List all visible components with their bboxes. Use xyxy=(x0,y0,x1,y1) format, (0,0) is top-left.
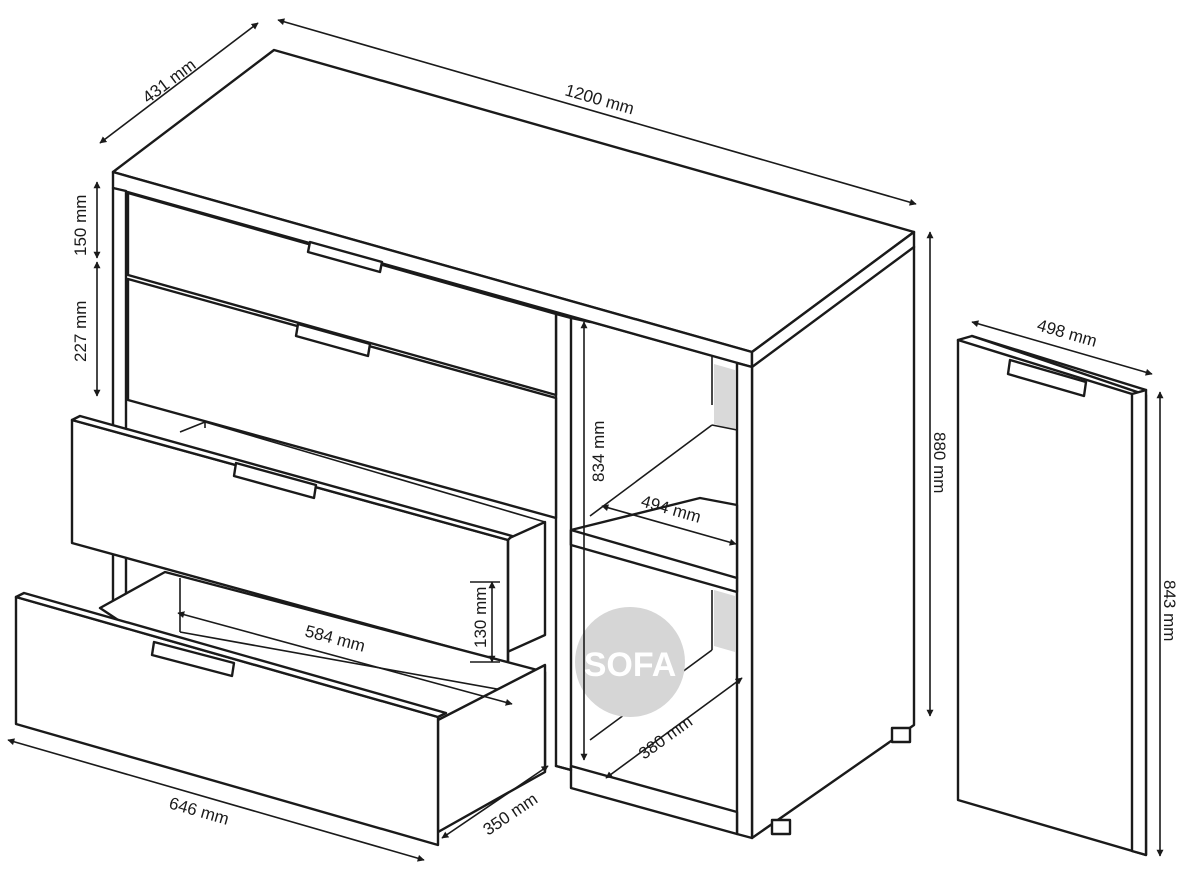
cabinet-foot-front xyxy=(770,818,792,836)
drawer-2-closed xyxy=(126,277,558,520)
inner-shadow-lower xyxy=(714,590,735,652)
inner-shadow-upper xyxy=(714,364,735,430)
drawer-2-handle xyxy=(294,322,372,358)
label-shelf-section-height: 834 mm xyxy=(589,421,608,482)
label-overall-depth: 431 mm xyxy=(139,55,199,107)
drawer-2-front xyxy=(126,277,558,520)
label-second-drawer-height: 227 mm xyxy=(71,301,90,362)
cabinet-bottom-rail xyxy=(569,764,739,836)
drawer-1-closed xyxy=(126,191,558,397)
label-shelf-depth: 380 mm xyxy=(635,712,696,763)
dimension-lines xyxy=(7,18,1164,862)
door-edge xyxy=(1130,388,1148,857)
cabinet-foot-back xyxy=(890,726,912,744)
watermark-logo: SOFA xyxy=(575,607,685,717)
cabinet-right-post xyxy=(735,361,754,840)
label-door-height: 843 mm xyxy=(1160,580,1179,641)
drawer-3-side xyxy=(503,520,547,655)
label-top-drawer-height: 150 mm xyxy=(71,195,90,256)
door-front xyxy=(956,334,1148,857)
drawer-1-handle xyxy=(306,240,384,274)
label-drawer-inner-height: 130 mm xyxy=(471,587,490,648)
drawer-3-open xyxy=(70,414,547,665)
watermark-text: SOFA xyxy=(584,646,677,684)
label-door-width: 498 mm xyxy=(1035,316,1099,351)
door-panel xyxy=(956,334,1148,857)
drawer-1-front xyxy=(126,191,558,397)
label-overall-height: 880 mm xyxy=(930,432,949,493)
drawer-3-handle xyxy=(232,461,318,500)
cabinet-center-divider xyxy=(554,312,573,772)
label-bottom-drawer-width: 646 mm xyxy=(167,794,231,829)
